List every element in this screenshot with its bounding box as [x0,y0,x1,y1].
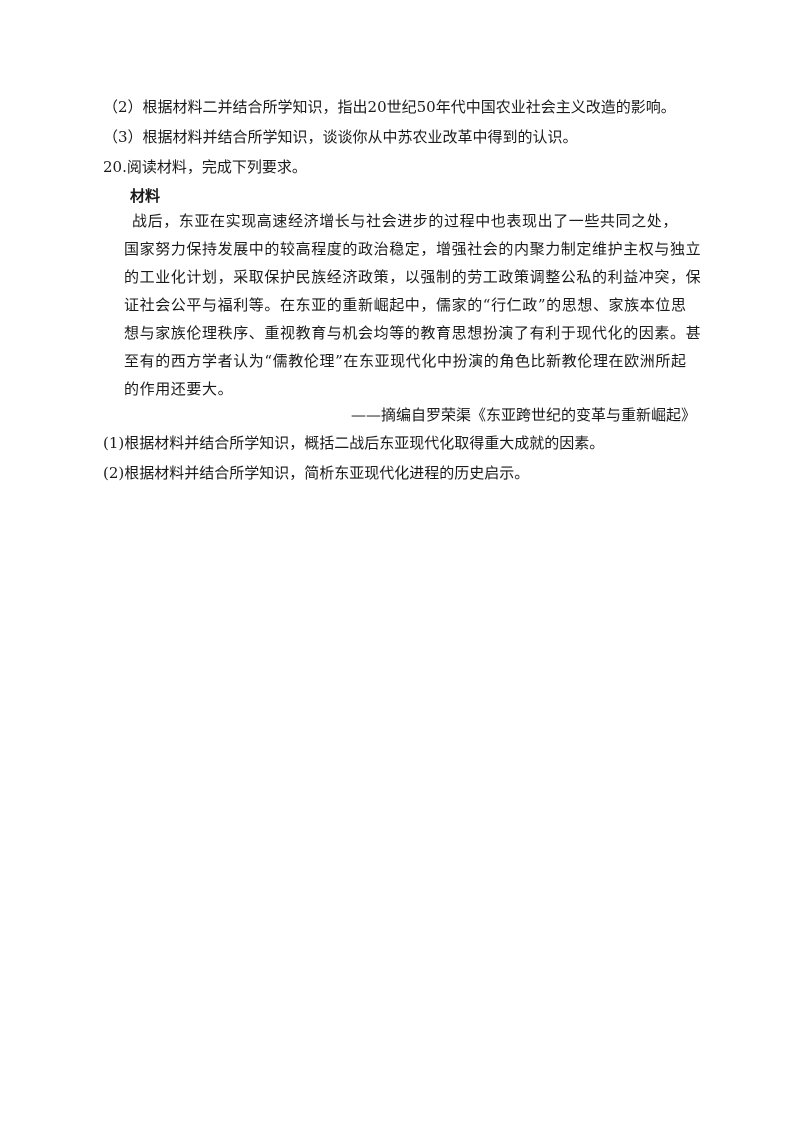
material-line: 的工业化计划，采取保护民族经济政策，以强制的劳工政策调整公私的利益冲突，保 [124,268,702,286]
material-line: 的作用还要大。 [124,380,234,398]
material-line: 至有的西方学者认为“儒教伦理”在东亚现代化中扮演的角色比新教伦理在欧洲所起 [124,352,687,370]
sub-question-2: (2)根据材料并结合所学知识，简析东亚现代化进程的历史启示。 [103,464,530,482]
question-2: （2）根据材料二并结合所学知识，指出20世纪50年代中国农业社会主义改造的影响。 [103,98,676,116]
question-20-title: 20.阅读材料，完成下列要求。 [103,158,307,176]
material-line: 证社会公平与福利等。在东亚的重新崛起中，儒家的“行仁政”的思想、家族本位思 [124,296,687,314]
material-line: 战后，东亚在实现高速经济增长与社会进步的过程中也表现出了一些共同之处， [132,212,679,230]
material-line: 想与家族伦理秩序、重视教育与机会均等的教育思想扮演了有利于现代化的因素。甚 [124,324,702,342]
material-source: ——摘编自罗荣渠《东亚跨世纪的变革与重新崛起》 [350,406,696,424]
material-paragraph: 战后，东亚在实现高速经济增长与社会进步的过程中也表现出了一些共同之处， 国家努力… [124,207,702,403]
material-line: 国家努力保持发展中的较高程度的政治稳定，增强社会的内聚力制定维护主权与独立 [124,240,702,258]
material-heading: 材料 [130,187,161,205]
sub-question-1: (1)根据材料并结合所学知识，概括二战后东亚现代化取得重大成就的因素。 [103,434,605,452]
question-3: （3）根据材料并结合所学知识，谈谈你从中苏农业改革中得到的认识。 [103,128,578,146]
